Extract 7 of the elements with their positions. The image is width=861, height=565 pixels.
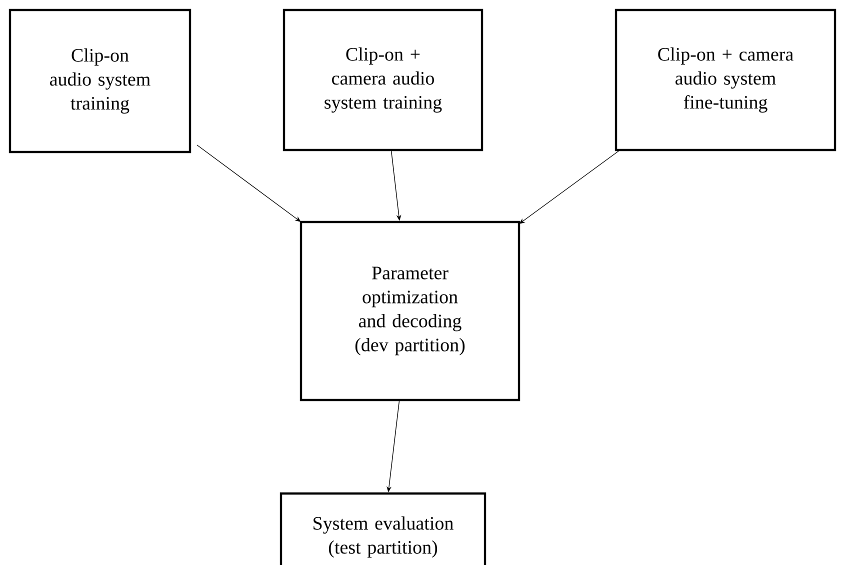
process-box: Clip-on + camera audio system training bbox=[282, 8, 484, 152]
process-box: Parameter optimization and decoding (dev partition) bbox=[300, 220, 520, 402]
process-box: System evaluation (test partition) bbox=[280, 492, 486, 565]
arrow bbox=[519, 150, 620, 224]
process-box: Clip-on + camera audio system fine-tuning bbox=[614, 8, 836, 152]
process-box: Clip-on audio system training bbox=[8, 8, 192, 154]
arrow bbox=[196, 144, 301, 222]
